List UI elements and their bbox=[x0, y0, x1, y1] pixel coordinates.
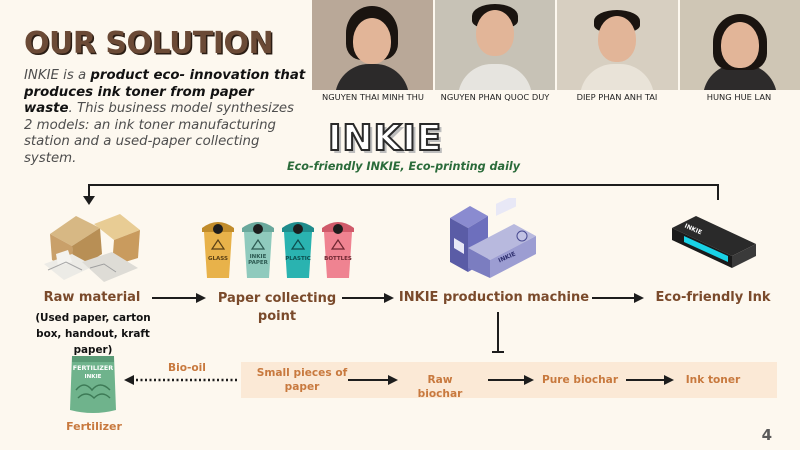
fertilizer-bag-icon bbox=[70, 356, 116, 413]
person-avatar bbox=[598, 16, 637, 62]
arrow-step-2-3 bbox=[488, 375, 534, 385]
fertilizer-bag-title: FERTILIZER bbox=[72, 364, 114, 372]
video-tile-4[interactable] bbox=[679, 0, 800, 90]
fertilizer-bag-brand: INKIE bbox=[84, 374, 102, 380]
arrow-step-1-2 bbox=[348, 375, 398, 385]
production-machine: INKIE bbox=[440, 194, 542, 286]
participant-name-2: NGUYEN PHAN QUOC DUY bbox=[440, 92, 550, 102]
video-tiles bbox=[312, 0, 800, 90]
machine-down-connector bbox=[492, 312, 504, 353]
bio-oil-label: Bio-oil bbox=[168, 362, 206, 374]
participant-names: NGUYEN THAI MINH THU NGUYEN PHAN QUOC DU… bbox=[312, 92, 800, 102]
cartridge-icon bbox=[672, 216, 756, 268]
production-machine-label: INKIE production machine bbox=[398, 290, 590, 305]
person-shirt bbox=[457, 64, 532, 90]
bin-label-plastic: PLASTIC bbox=[285, 256, 311, 262]
person-shirt bbox=[335, 64, 410, 90]
page-number: 4 bbox=[761, 426, 772, 444]
bins-icon bbox=[202, 222, 354, 278]
logo-tagline: Eco-friendly INKIE, Eco-printing daily bbox=[287, 160, 521, 173]
arrow-machine-to-ink bbox=[592, 293, 644, 303]
bio-oil-arrow bbox=[124, 375, 238, 385]
process-step-small-pieces: Small pieces of paper bbox=[256, 367, 348, 393]
process-step-ink-toner: Ink toner bbox=[685, 374, 741, 386]
video-tile-2[interactable] bbox=[434, 0, 555, 90]
intro-paragraph: INKIE is a product eco- innovation that … bbox=[24, 68, 306, 167]
person-avatar bbox=[720, 22, 759, 68]
person-avatar bbox=[353, 18, 392, 64]
raw-material-label: Raw material bbox=[43, 290, 141, 305]
raw-material-detail: (Used paper, carton box, handout, kraft … bbox=[35, 312, 151, 356]
arrow-step-3-4 bbox=[626, 375, 674, 385]
fertilizer-label: Fertilizer bbox=[66, 420, 122, 433]
intro-bold-text: product eco- innovation that produces in… bbox=[24, 68, 306, 116]
paper-pile-icon bbox=[44, 214, 140, 282]
person-shirt bbox=[580, 64, 655, 90]
arrow-raw-to-collect bbox=[152, 293, 206, 303]
participant-name-1: NGUYEN THAI MINH THU bbox=[322, 92, 424, 102]
loop-back-arrow bbox=[83, 184, 719, 205]
ink-cartridge: INKIE bbox=[668, 214, 760, 270]
intro-text-2: . This business model synthesizes 2 mode… bbox=[24, 101, 294, 166]
intro-text-1: INKIE is a bbox=[24, 68, 91, 83]
bin-label-paper: INKIE PAPER bbox=[248, 254, 268, 266]
fertilizer-bag: FERTILIZER INKIE bbox=[66, 350, 120, 416]
recycling-bins: GLASS INKIE PAPER PLASTIC BOTTLES bbox=[198, 216, 358, 282]
participant-name-4: HUNG HUE LAN bbox=[706, 92, 772, 102]
slide-title: OUR SOLUTION bbox=[24, 26, 274, 61]
participant-name-3: DIEP PHAN ANH TAI bbox=[576, 92, 658, 102]
person-avatar bbox=[475, 10, 514, 56]
video-tile-3[interactable] bbox=[557, 0, 678, 90]
process-step-pure-biochar: Pure biochar bbox=[541, 374, 619, 386]
paper-collecting-label: Paper collecting point bbox=[217, 291, 337, 324]
eco-ink-label: Eco-friendly Ink bbox=[655, 290, 771, 305]
process-step-raw-biochar: Raw biochar bbox=[417, 374, 463, 400]
machine-icon bbox=[450, 194, 536, 278]
inkie-logo: INKIE bbox=[327, 117, 443, 160]
bin-label-glass: GLASS bbox=[208, 256, 228, 262]
video-tile-1[interactable] bbox=[312, 0, 433, 90]
arrow-collect-to-machine bbox=[342, 293, 394, 303]
bin-label-bottles: BOTTLES bbox=[324, 256, 352, 262]
